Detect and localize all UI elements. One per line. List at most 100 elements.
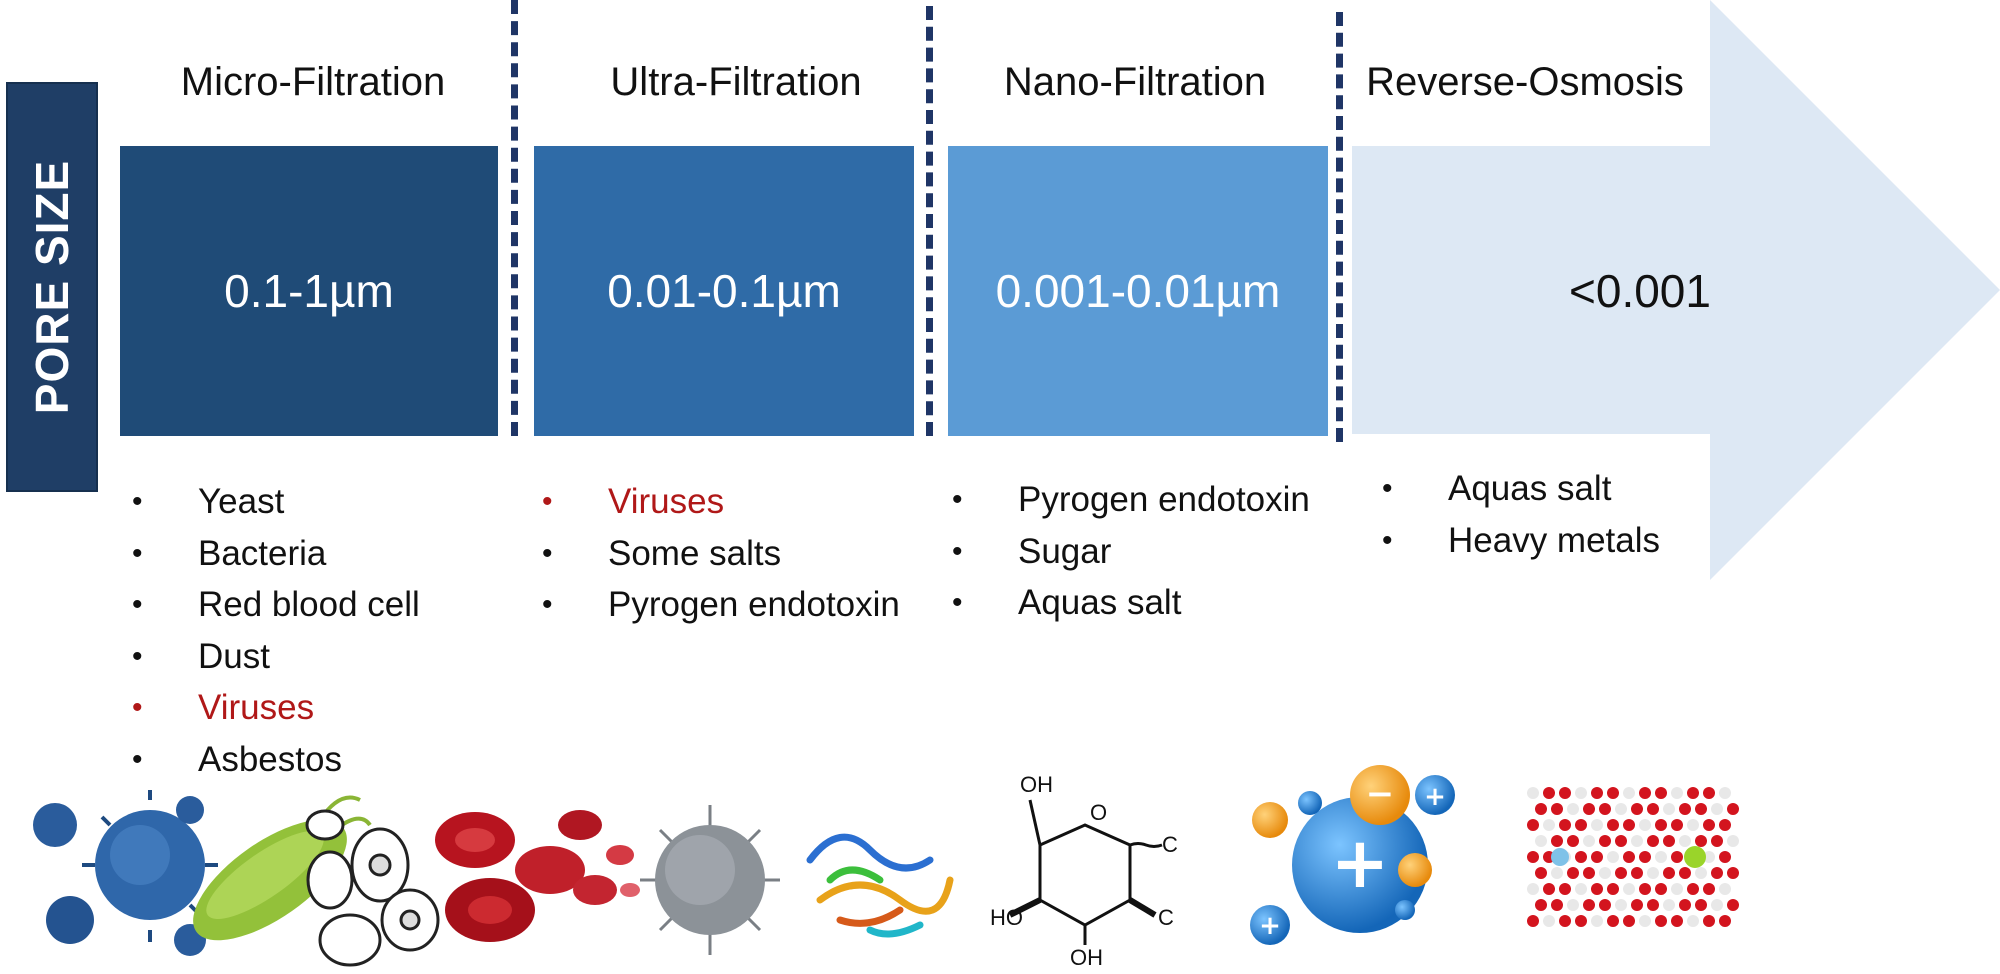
lattice-atom [1631,899,1643,911]
small-plus-sign: + [1424,782,1446,812]
pore-size-label-text: PORE SIZE [26,159,78,415]
bullet-icon: • [542,485,553,518]
pore-size-value-nano: 0.001-0.01µm [995,265,1281,317]
lattice-atom [1615,867,1627,879]
title-reverse-osmosis: Reverse-Osmosis [1366,60,1684,104]
lattice-atom [1687,787,1699,799]
lattice-atom [1727,835,1739,847]
lattice-atom [1535,899,1547,911]
lattice-atom [1567,803,1579,815]
lattice-atom [1703,787,1715,799]
lattice-atom [1591,915,1603,927]
lattice-atom [1671,915,1683,927]
pore-size-label: PORE SIZE [6,82,98,492]
pore-size-value-ultra: 0.01-0.1µm [607,265,841,317]
lattice-atom [1655,915,1667,927]
list-item: •Aquas salt [1382,463,1660,515]
lattice-atom [1615,899,1627,911]
lattice-atom [1535,835,1547,847]
lattice-atom [1647,899,1659,911]
lattice-atom [1583,835,1595,847]
minus-sign: − [1366,774,1395,814]
lattice-atom [1719,851,1731,863]
lattice-atom [1695,803,1707,815]
lattice-atom [1575,819,1587,831]
label-oh-top: OH [1020,772,1053,797]
lattice-atom [1671,787,1683,799]
bullet-icon: • [1382,472,1393,505]
lattice-atom [1567,867,1579,879]
list-item: •Aquas salt [952,577,1310,629]
list-item-highlighted: •Viruses [132,682,420,734]
list-item: •Asbestos [132,734,420,786]
virus-protein-illustration [640,805,954,955]
lattice-atom [1647,835,1659,847]
lattice-atom [1687,819,1699,831]
lattice-atom [1575,883,1587,895]
lattice-atom [1679,803,1691,815]
lattice-atom [1711,803,1723,815]
label-o-ring: O [1090,800,1107,825]
lattice-atom [1583,867,1595,879]
lattice-atom [1607,851,1619,863]
lattice-atom [1703,883,1715,895]
lattice-atom [1639,915,1651,927]
pore-size-box-ultra: 0.01-0.1µm [534,146,914,436]
divider-3 [1336,12,1343,442]
lattice-atom [1623,915,1635,927]
lattice-atom [1535,803,1547,815]
lattice-atom [1623,787,1635,799]
lattice-atom [1591,851,1603,863]
lattice-atom [1711,867,1723,879]
list-item: •Red blood cell [132,579,420,631]
divider-1 [511,0,518,436]
lattice-atom [1663,867,1675,879]
lattice-atom [1679,899,1691,911]
lattice-atom [1527,851,1539,863]
lattice-atom [1551,803,1563,815]
salt-lattice-illustration [1527,787,1739,927]
lattice-atom [1663,803,1675,815]
lattice-atom [1695,835,1707,847]
list-item: •Pyrogen endotoxin [542,579,900,631]
lattice-atom [1639,819,1651,831]
title-micro-filtration: Micro-Filtration [180,60,446,104]
list-reverse-osmosis: •Aquas salt •Heavy metals [1382,463,1660,566]
lattice-atom [1527,819,1539,831]
lattice-atom [1607,883,1619,895]
bullet-icon: • [132,588,143,621]
lattice-atom [1639,883,1651,895]
lattice-atom [1527,883,1539,895]
lattice-atom [1615,835,1627,847]
lattice-atom [1551,835,1563,847]
lattice-atom [1663,899,1675,911]
lattice-atom [1687,883,1699,895]
lattice-atom [1647,867,1659,879]
label-c-right-top: C [1162,832,1178,857]
lattice-atom [1527,915,1539,927]
lattice-atom [1607,915,1619,927]
lattice-atom [1679,867,1691,879]
lattice-atom [1543,787,1555,799]
virus-cluster-icon [33,790,218,956]
lattice-atom [1623,819,1635,831]
label-oh-bottom: OH [1070,945,1103,970]
lattice-atom [1727,899,1739,911]
sugar-molecule-illustration: OH O C HO C OH [990,772,1178,970]
bullet-icon: • [542,536,553,570]
lattice-atom [1575,851,1587,863]
lattice-atom [1543,883,1555,895]
lattice-atom [1607,787,1619,799]
bullet-icon: • [952,483,963,516]
lattice-atom [1543,819,1555,831]
pore-size-value-reverse-osmosis: <0.001 [1569,265,1711,317]
label-c-right-bottom: C [1158,905,1174,930]
bullet-icon: • [952,586,963,619]
yeast-cells-icon [305,809,440,967]
list-ultra-filtration: •Viruses •Some salts •Pyrogen endotoxin [542,476,900,631]
list-item: •Some salts [542,528,900,580]
divider-2 [926,6,933,436]
sugar-molecule-icon [1008,799,1163,945]
lattice-atom [1559,883,1571,895]
